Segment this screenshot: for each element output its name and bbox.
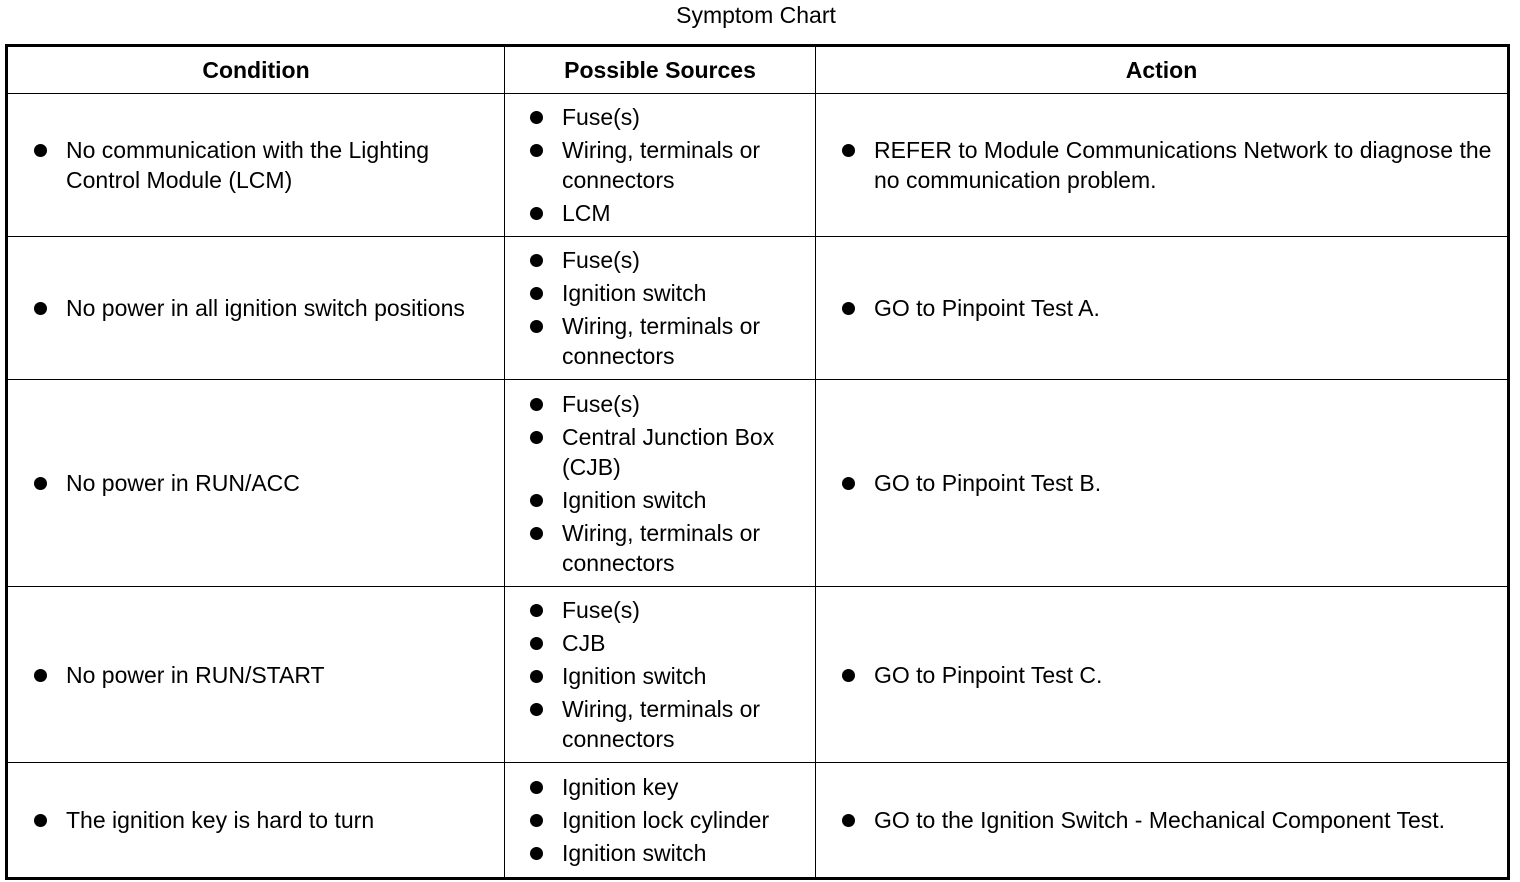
source-item: LCM [505, 198, 815, 228]
sources-cell: Fuse(s) CJB Ignition switch Wiring, term… [504, 586, 816, 763]
action-item: GO to Pinpoint Test A. [816, 293, 1507, 323]
condition-item: No power in RUN/START [8, 660, 504, 690]
condition-item: No communication with the Lighting Contr… [8, 135, 504, 195]
header-possible-sources: Possible Sources [504, 45, 816, 94]
table-row: No power in RUN/START Fuse(s) CJB Igniti… [6, 586, 1509, 763]
source-item: Central Junction Box (CJB) [505, 422, 815, 482]
table-row: No power in all ignition switch position… [6, 236, 1509, 380]
source-item: Fuse(s) [505, 389, 815, 419]
action-item: GO to Pinpoint Test C. [816, 660, 1507, 690]
source-item: Fuse(s) [505, 245, 815, 275]
header-action: Action [815, 45, 1509, 94]
table-row: No communication with the Lighting Contr… [6, 93, 1509, 237]
sources-cell: Fuse(s) Central Junction Box (CJB) Ignit… [504, 379, 816, 587]
source-item: Fuse(s) [505, 595, 815, 625]
condition-cell: The ignition key is hard to turn [6, 762, 505, 879]
condition-item: No power in RUN/ACC [8, 468, 504, 498]
action-cell: REFER to Module Communications Network t… [815, 93, 1509, 237]
condition-cell: No power in RUN/START [6, 586, 505, 763]
condition-cell: No power in all ignition switch position… [6, 236, 505, 380]
source-item: Fuse(s) [505, 102, 815, 132]
symptom-chart-table: Condition Possible Sources Action No com… [5, 44, 1510, 880]
action-cell: GO to the Ignition Switch - Mechanical C… [815, 762, 1509, 879]
condition-item: The ignition key is hard to turn [8, 805, 504, 835]
sources-cell: Fuse(s) Wiring, terminals or connectors … [504, 93, 816, 237]
source-item: Wiring, terminals or connectors [505, 311, 815, 371]
action-item: GO to the Ignition Switch - Mechanical C… [816, 805, 1507, 835]
source-item: Ignition lock cylinder [505, 805, 815, 835]
chart-title: Symptom Chart [676, 2, 836, 28]
source-item: Wiring, terminals or connectors [505, 694, 815, 754]
source-item: CJB [505, 628, 815, 658]
source-item: Ignition switch [505, 838, 815, 868]
action-cell: GO to Pinpoint Test B. [815, 379, 1509, 587]
condition-cell: No communication with the Lighting Contr… [6, 93, 505, 237]
source-item: Ignition switch [505, 278, 815, 308]
header-row: Condition Possible Sources Action [6, 45, 1509, 94]
source-item: Wiring, terminals or connectors [505, 518, 815, 578]
source-item: Wiring, terminals or connectors [505, 135, 815, 195]
source-item: Ignition switch [505, 485, 815, 515]
sources-cell: Fuse(s) Ignition switch Wiring, terminal… [504, 236, 816, 380]
action-item: REFER to Module Communications Network t… [816, 135, 1507, 195]
action-item: GO to Pinpoint Test B. [816, 468, 1507, 498]
header-condition: Condition [6, 45, 505, 94]
action-cell: GO to Pinpoint Test A. [815, 236, 1509, 380]
action-cell: GO to Pinpoint Test C. [815, 586, 1509, 763]
source-item: Ignition key [505, 772, 815, 802]
table-row: The ignition key is hard to turn Ignitio… [6, 762, 1509, 879]
table-row: No power in RUN/ACC Fuse(s) Central Junc… [6, 379, 1509, 587]
source-item: Ignition switch [505, 661, 815, 691]
condition-cell: No power in RUN/ACC [6, 379, 505, 587]
sources-cell: Ignition key Ignition lock cylinder Igni… [504, 762, 816, 879]
condition-item: No power in all ignition switch position… [8, 293, 504, 323]
